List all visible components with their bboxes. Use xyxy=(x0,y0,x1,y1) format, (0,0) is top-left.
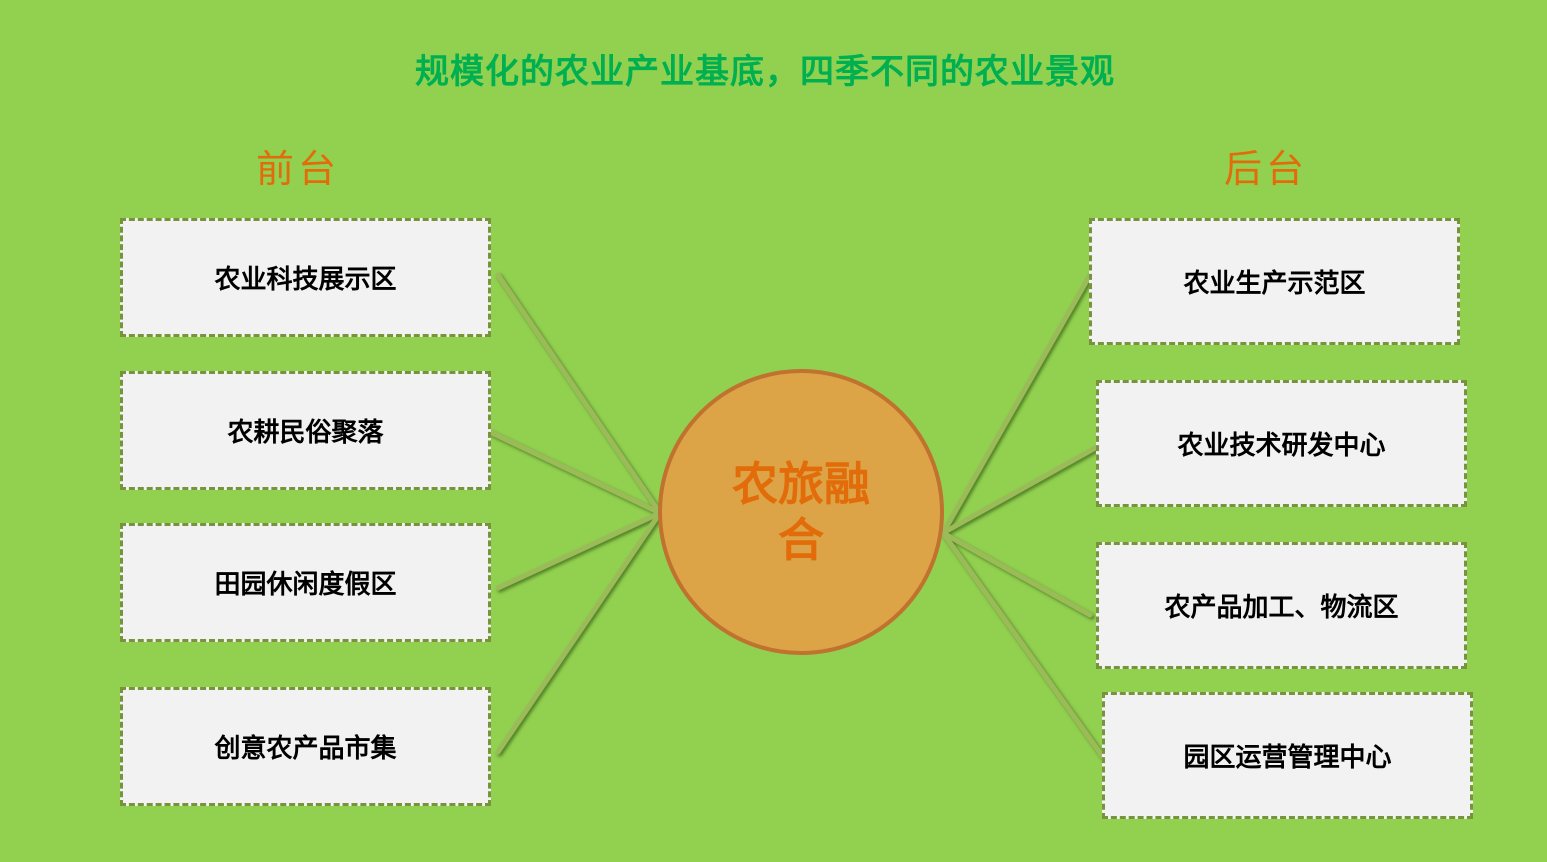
back-item-agri-rnd-center: 农业技术研发中心 xyxy=(1096,380,1467,507)
back-item-label: 农产品加工、物流区 xyxy=(1164,593,1399,623)
back-item-park-operations-center: 园区运营管理中心 xyxy=(1102,692,1473,819)
front-item-rural-leisure-resort: 田园休闲度假区 xyxy=(120,523,491,642)
connector-front-3 xyxy=(495,510,663,591)
connector-back-1 xyxy=(940,272,1093,536)
connector-back-4 xyxy=(940,530,1106,760)
front-item-label: 农耕民俗聚落 xyxy=(227,418,384,448)
front-item-label: 农业科技展示区 xyxy=(214,265,397,295)
back-item-label: 农业技术研发中心 xyxy=(1177,431,1386,461)
connector-front-1 xyxy=(495,272,663,516)
connector-back-3 xyxy=(940,530,1093,618)
front-item-label: 创意农产品市集 xyxy=(214,734,397,764)
hub-circle: 农旅融合 xyxy=(658,369,944,655)
back-item-processing-logistics: 农产品加工、物流区 xyxy=(1096,542,1467,669)
back-item-agri-production-demo: 农业生产示范区 xyxy=(1089,218,1460,345)
front-item-label: 田园休闲度假区 xyxy=(214,570,397,600)
connector-front-4 xyxy=(495,510,663,755)
connector-back-2 xyxy=(940,444,1100,536)
back-stage-label: 后台 xyxy=(1224,147,1309,191)
back-item-label: 农业生产示范区 xyxy=(1183,269,1366,299)
connector-front-2 xyxy=(487,429,663,516)
front-item-farming-folk-village: 农耕民俗聚落 xyxy=(120,371,491,490)
front-item-agri-tech-showcase: 农业科技展示区 xyxy=(120,218,491,337)
front-stage-label: 前台 xyxy=(256,147,341,191)
front-item-creative-produce-market: 创意农产品市集 xyxy=(120,687,491,806)
back-item-label: 园区运营管理中心 xyxy=(1183,743,1392,773)
page-title: 规模化的农业产业基底，四季不同的农业景观 xyxy=(415,52,1115,92)
hub-label: 农旅融合 xyxy=(732,457,870,567)
